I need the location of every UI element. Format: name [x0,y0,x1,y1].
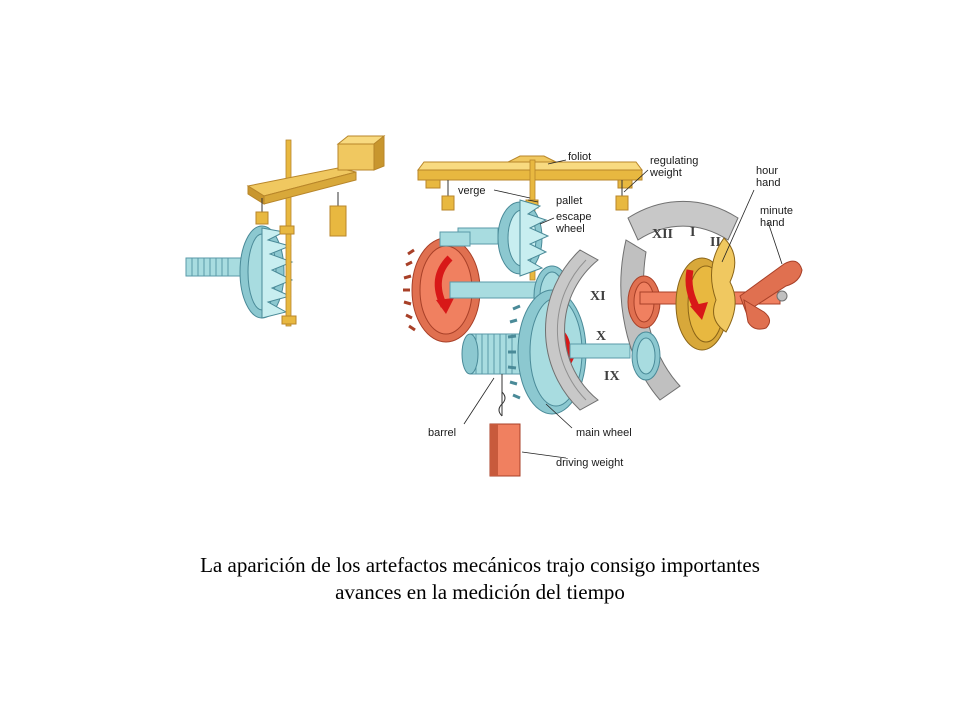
numeral-ix: IX [604,369,620,384]
label-foliot: foliot [568,151,591,163]
label-escape-wheel-1: escape [556,211,591,223]
label-escape-wheel-2: wheel [555,223,585,235]
label-driving-weight: driving weight [556,457,623,469]
numeral-i: I [690,225,695,240]
numeral-x: X [596,329,606,344]
label-hour-hand-2: hand [756,177,780,189]
label-minute-hand-1: minute [760,205,793,217]
diagram-labels: foliot regulating weight hour hand verge… [428,151,793,469]
label-minute-hand-2: hand [760,217,784,229]
label-pallet: pallet [556,195,582,207]
label-regulating-weight-1: regulating [650,155,698,167]
caption-line-1: La aparición de los artefactos mecánicos… [200,553,760,577]
escape-wheel [457,199,550,277]
hour-hand [711,237,736,333]
numeral-xi: XI [590,289,606,304]
dial-segment-front [545,249,599,411]
gear-salmon-left [403,237,481,343]
label-hour-hand-1: hour [756,165,778,177]
gear-blue-small [631,331,661,381]
label-main-wheel: main wheel [576,427,632,439]
driving-weight [489,374,521,477]
mechanism-main: XII I II XI X IX [403,151,803,477]
caption: La aparición de los artefactos mecánicos… [80,552,880,606]
label-barrel: barrel [428,427,456,439]
numeral-ii: II [710,235,721,250]
verge-foliot-sketch [185,134,386,327]
caption-line-2: avances en la medición del tiempo [335,580,625,604]
numeral-xii: XII [652,227,673,242]
label-verge: verge [458,185,486,197]
label-regulating-weight-2: weight [649,167,682,179]
minute-hand [739,260,803,330]
leader-lines [463,159,783,459]
dial-numerals: XII I II XI X IX [590,225,721,384]
